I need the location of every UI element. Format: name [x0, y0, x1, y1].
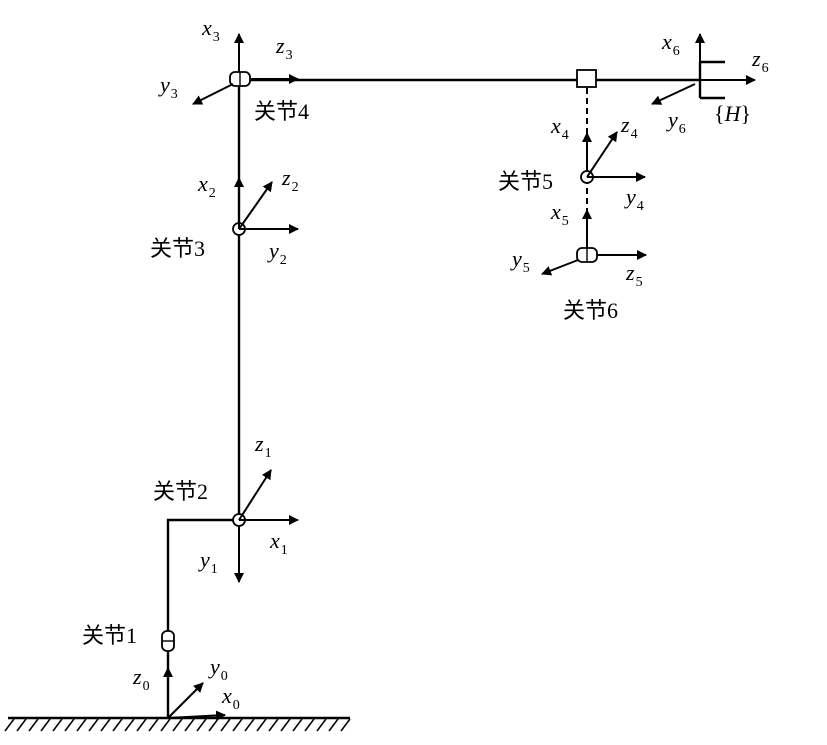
ground-hatch-line — [328, 718, 339, 732]
ground-hatch-line — [124, 718, 135, 732]
axis-labels: z0 y0 x0 x1 y1 z1 x2 y2 z2 x3 y3 z3 x4 y… — [132, 15, 769, 713]
axis-label-x5: x5 — [550, 199, 569, 229]
ground-hatch-line — [232, 718, 243, 732]
ground-hatch-line — [40, 718, 51, 732]
axis-label-x1: x1 — [269, 528, 288, 558]
links — [166, 78, 700, 718]
axis-label-y0: y0 — [208, 654, 228, 684]
ground-hatch-line — [184, 718, 195, 732]
ground-hatch-line — [4, 718, 15, 732]
ground-hatch-line — [244, 718, 255, 732]
ground-hatch-line — [340, 718, 351, 732]
axis-y0-arrow — [167, 682, 204, 719]
ground — [4, 716, 351, 732]
axis-label-z5: z5 — [625, 260, 643, 290]
joint-4-symbol — [229, 71, 251, 87]
axis-y6-arrow — [651, 83, 696, 105]
ground-hatch-line — [88, 718, 99, 732]
ground-hatch-line — [172, 718, 183, 732]
ground-hatch-line — [112, 718, 123, 732]
axis-y5-arrow — [541, 259, 579, 276]
axis-z4-arrow — [586, 131, 618, 178]
ground-hatch-line — [52, 718, 63, 732]
link-base — [166, 518, 239, 718]
ground-hatch-line — [316, 718, 327, 732]
axis-label-x2: x2 — [197, 171, 216, 201]
ground-hatch-line — [268, 718, 279, 732]
joint-1-symbol — [161, 630, 175, 652]
joint-label-6: 关节6 — [563, 298, 618, 323]
ground-hatch-line — [148, 718, 159, 732]
ground-hatch-line — [208, 718, 219, 732]
ground-hatch-line — [28, 718, 39, 732]
joint-label-2: 关节2 — [153, 479, 208, 504]
ground-hatching — [4, 718, 351, 732]
axis-y3-arrow — [192, 83, 234, 105]
axis-label-y4: y4 — [624, 184, 644, 214]
axis-label-x0: x0 — [221, 683, 240, 713]
joint-label-4: 关节4 — [254, 99, 309, 124]
end-frame-label: {H} — [714, 101, 751, 126]
axis-label-y2: y2 — [267, 238, 287, 268]
joint-label-5: 关节5 — [498, 169, 553, 194]
ground-hatch-line — [64, 718, 75, 732]
axis-z1-arrow — [238, 469, 272, 521]
axis-label-z0: z0 — [132, 664, 150, 694]
axis-label-z3: z3 — [275, 33, 293, 63]
axis-label-x4: x4 — [550, 113, 569, 143]
axis-label-z2: z2 — [281, 165, 299, 195]
joint-labels: 关节1 关节2 关节3 关节4 关节5 关节6 — [82, 99, 618, 648]
joint-label-1: 关节1 — [82, 623, 137, 648]
ground-hatch-line — [76, 718, 87, 732]
joint-label-3: 关节3 — [150, 236, 205, 261]
ground-hatch-line — [196, 718, 207, 732]
axis-label-z4: z4 — [620, 112, 638, 142]
axis-label-x6: x6 — [661, 29, 680, 59]
ground-hatch-line — [256, 718, 267, 732]
axis-x0-arrow — [167, 710, 226, 721]
axis-label-y1: y1 — [198, 547, 218, 577]
joint-6-symbol — [576, 247, 598, 263]
joint-block-symbol — [576, 69, 597, 88]
axis-label-y6: y6 — [666, 107, 686, 137]
ground-hatch-line — [220, 718, 231, 732]
axis-z2-arrow — [238, 181, 273, 230]
axis-label-y5: y5 — [510, 246, 530, 276]
axis-label-z1: z1 — [254, 431, 272, 461]
ground-hatch-line — [304, 718, 315, 732]
ground-hatch-line — [280, 718, 291, 732]
ground-hatch-line — [136, 718, 147, 732]
ground-hatch-line — [292, 718, 303, 732]
ground-hatch-line — [100, 718, 111, 732]
axis-label-y3: y3 — [158, 72, 178, 102]
axis-arrows — [163, 33, 756, 721]
axis-label-z6: z6 — [751, 46, 769, 76]
ground-hatch-line — [160, 718, 171, 732]
axis-label-x3: x3 — [201, 15, 220, 45]
ground-hatch-line — [16, 718, 27, 732]
